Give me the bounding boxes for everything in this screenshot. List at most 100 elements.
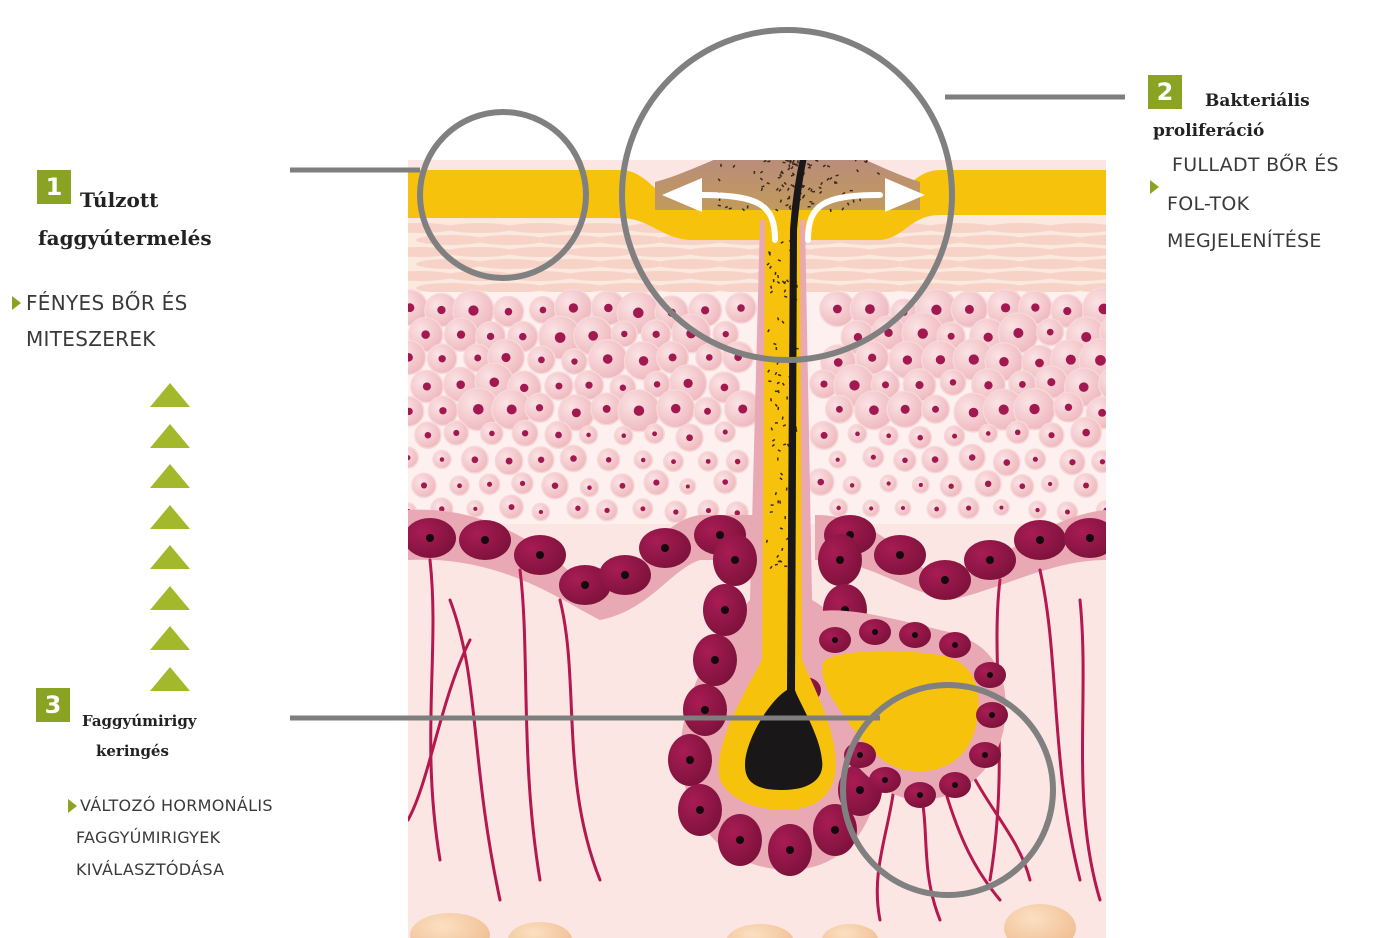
corneum-flake [656,259,724,269]
corneum-flake [416,235,484,245]
bacterium [777,457,779,460]
corneum-flake [596,259,664,269]
cell-nucleus [405,408,412,415]
cell-nucleus [468,305,478,315]
cell-nucleus [603,354,613,364]
cell-nucleus [1082,429,1090,437]
cell-nucleus [966,505,971,510]
cell-nucleus [1019,483,1025,489]
cell-nucleus [738,404,747,413]
cell-nucleus [505,308,513,316]
label-2-desc-line-3: MEGJELENÍTÉSE [1167,230,1322,252]
corneum-flake [686,247,754,257]
cell-nucleus [457,330,465,338]
bacterium [869,149,872,152]
cell-nucleus [1048,432,1054,438]
cell-nucleus [999,357,1008,366]
cell-nucleus [1036,536,1044,544]
cell-nucleus [654,381,660,387]
bacterium [784,516,786,519]
bacterium [754,171,756,174]
cell-nucleus [882,381,889,388]
cell-nucleus [834,358,843,367]
corneum-flake [1046,247,1114,257]
cell-nucleus [507,405,517,415]
bacterium [775,391,778,393]
label-2-desc-line-1: FULLADT BŐR ÉS [1172,154,1339,176]
cell-nucleus [820,381,827,388]
corneum-flake [806,271,874,281]
cell-nucleus [872,629,878,635]
cell-nucleus [1015,430,1021,436]
label-3-desc-line-3: KIVÁLASZTÓDÁSA [76,860,224,879]
corneum-flake [476,259,544,269]
label-3-title-line-2: keringés [96,742,169,760]
bacterium [799,151,802,154]
bacterium [781,154,783,157]
bacterium [777,407,779,410]
corneum-flake [926,271,994,281]
cell-nucleus [1019,381,1026,388]
corneum-flake [1046,271,1114,281]
cell-nucleus [683,379,692,388]
cell-nucleus [606,457,611,462]
cell-nucleus [1099,304,1110,315]
cell-nucleus [585,382,592,389]
cell-nucleus [539,510,543,514]
cell-nucleus [570,455,577,462]
cell-nucleus [869,405,879,415]
cell-nucleus [509,504,515,510]
cell-nucleus [833,305,842,314]
cell-nucleus [621,433,626,438]
bullet-2 [1150,180,1159,194]
corneum-flake [1076,235,1144,245]
cell-nucleus [731,556,739,564]
cell-nucleus [453,430,459,436]
cell-nucleus [423,382,431,390]
cell-nucleus [723,429,728,434]
cell-nucleus [1013,328,1023,338]
bacterium [809,201,812,203]
up-arrow-icon [150,586,190,610]
cell-nucleus [520,481,525,486]
cell-nucleus [587,485,592,490]
cell-nucleus [917,435,923,441]
cell-nucleus [821,432,828,439]
cell-nucleus [902,458,908,464]
cell-nucleus [989,712,995,718]
cell-nucleus [1079,382,1089,392]
cell-nucleus [421,330,430,339]
cell-nucleus [604,304,612,312]
cell-nucleus [633,308,644,319]
cell-nucleus [701,306,709,314]
bacterium [763,150,766,153]
label-1-title-line-2: faggyútermelés [38,226,212,250]
bacterium [720,164,722,167]
cell-nucleus [1095,355,1106,366]
cell-nucleus [736,836,744,844]
cell-nucleus [575,506,580,511]
bacterium [786,487,788,490]
corneum-flake [926,247,994,257]
cell-nucleus [855,432,860,437]
bacterium [786,157,789,160]
skin-cell [1108,474,1134,500]
cell-nucleus [950,379,956,385]
cell-nucleus [1035,508,1039,512]
cell-nucleus [1031,303,1039,311]
bacterium [856,150,859,153]
cell-nucleus [735,510,740,515]
cell-nucleus [472,456,479,463]
bullet-1 [12,296,21,310]
corneum-flake [476,283,544,293]
cell-nucleus [581,581,589,589]
cell-nucleus [706,354,713,361]
cell-nucleus [969,354,979,364]
cell-nucleus [406,303,415,312]
bacterium [786,396,788,399]
cell-nucleus [831,826,839,834]
cell-nucleus [903,355,912,364]
cell-nucleus [1117,484,1124,491]
cell-nucleus [1029,404,1039,414]
cell-nucleus [440,457,445,462]
